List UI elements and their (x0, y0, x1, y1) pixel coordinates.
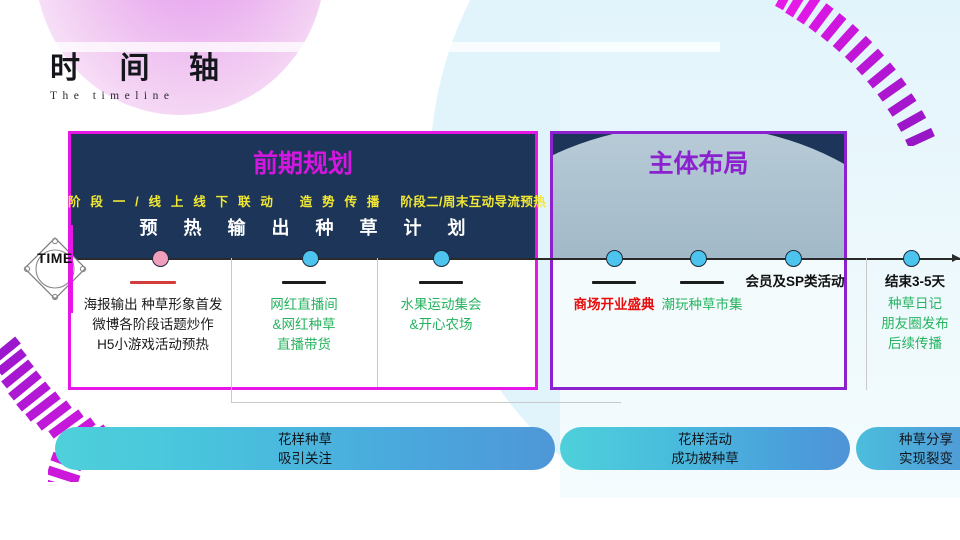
milestone-6-line-1: 会员及SP类活动 (745, 274, 845, 289)
timeline-dot-6[interactable] (785, 250, 802, 267)
column-divider-base (231, 402, 621, 403)
milestone-7-text: 种草日记 朋友圈发布 后续传播 (870, 294, 960, 354)
pill-1-line-2: 吸引关注 (278, 450, 332, 466)
milestone-2: 网红直播间 &网红种草 直播带货 (235, 281, 373, 355)
panel-a-stage-1: 阶 段 一 / 线 上 线 下 联 动 (68, 195, 277, 209)
milestone-6-text: 会员及SP类活动 (732, 272, 858, 292)
panel-a-dark-band (68, 131, 538, 258)
time-badge-label: TIME (37, 250, 73, 266)
milestone-2-text: 网红直播间 &网红种草 直播带货 (235, 295, 373, 355)
timeline-dot-1[interactable] (152, 250, 169, 267)
time-badge-icon (18, 232, 92, 306)
milestone-5-dash (680, 281, 724, 284)
milestone-3: 水果运动集会 &开心农场 (381, 281, 501, 335)
milestone-5-line-1: 潮玩种草市集 (661, 296, 743, 312)
panel-a-headline-4: 计 (403, 218, 448, 238)
milestone-7-line-2: 朋友圈发布 (881, 316, 949, 331)
pill-3[interactable]: 种草分享 实现裂变 (856, 427, 960, 470)
panel-a-headline: 预热输出种草计划 (68, 214, 538, 240)
panel-b-sheen (550, 131, 847, 258)
panel-a-headline-1: 预热输出 (139, 218, 316, 238)
panel-a-headline-2: 种 (315, 218, 360, 238)
pill-2-line-2: 成功被种草 (671, 450, 739, 466)
milestone-4-text: 商场开业盛典 (562, 295, 666, 315)
pill-1-line-1: 花样种草 (278, 431, 332, 447)
panel-a-headline-3: 草 (359, 218, 404, 238)
milestone-4: 商场开业盛典 (562, 281, 666, 315)
column-divider-3 (866, 258, 867, 390)
milestone-3-dash (419, 281, 463, 284)
column-divider-1 (231, 258, 232, 403)
milestone-1-text: 海报输出 种草形象首发 微博各阶段话题炒作 H5小游戏活动预热 (76, 295, 230, 355)
milestone-2-line-3: 直播带货 (277, 336, 331, 352)
milestone-1-line-3: H5小游戏活动预热 (97, 336, 209, 352)
milestone-6: 会员及SP类活动 (732, 272, 858, 292)
milestone-3-line-2: &开心农场 (409, 316, 473, 332)
timeline-dot-2[interactable] (302, 250, 319, 267)
timeline-dot-7[interactable] (903, 250, 920, 267)
milestone-3-text: 水果运动集会 &开心农场 (381, 295, 501, 335)
pill-2[interactable]: 花样活动 成功被种草 (560, 427, 850, 470)
pill-3-line-1: 种草分享 (899, 431, 953, 447)
milestone-1: 海报输出 种草形象首发 微博各阶段话题炒作 H5小游戏活动预热 (76, 281, 230, 355)
column-divider-2 (377, 258, 378, 387)
panel-b-body (553, 258, 844, 387)
milestone-7: 结束3-5天 种草日记 朋友圈发布 后续传播 (870, 272, 960, 354)
page-title: 时 间 轴 (50, 52, 235, 85)
milestone-1-line-2: 微博各阶段话题炒作 (92, 316, 214, 332)
panel-a-title: 前期规划 (252, 151, 353, 178)
panel-a-stage-line: 阶 段 一 / 线 上 线 下 联 动 造 势 传 播 阶段二/周末互动导流预热 (68, 191, 546, 210)
panel-b-title: 主体布局 (648, 151, 749, 178)
background-bottom-strip (0, 498, 960, 540)
milestone-2-line-1: 网红直播间 (270, 296, 338, 312)
stripes-arc-top-right-icon (735, 0, 960, 146)
pill-3-line-2: 实现裂变 (899, 450, 953, 466)
timeline-dot-5[interactable] (690, 250, 707, 267)
milestone-4-line-1: 商场开业盛典 (573, 296, 655, 312)
page-title-block: 时 间 轴 The timeline (50, 52, 235, 102)
milestone-7-line-3: 后续传播 (888, 336, 942, 351)
milestone-5-text: 潮玩种草市集 (650, 295, 754, 315)
timeline-dot-4[interactable] (606, 250, 623, 267)
panel-a-stage-2: 造 势 传 播 (299, 195, 383, 209)
milestone-5: 潮玩种草市集 (650, 281, 754, 315)
panel-b-dark-band (550, 131, 847, 258)
time-accent-bar (68, 225, 73, 313)
milestone-2-line-2: &网红种草 (272, 316, 336, 332)
milestone-4-dash (592, 281, 636, 284)
milestone-7-heading: 结束3-5天 (884, 274, 945, 289)
milestone-3-line-1: 水果运动集会 (400, 296, 482, 312)
milestone-7-line-1: 种草日记 (888, 296, 942, 311)
page-subtitle: The timeline (50, 90, 175, 102)
timeline-dot-3[interactable] (433, 250, 450, 267)
panel-a-body (71, 258, 535, 387)
panel-a-stage-3: 阶段二/周末互动导流预热 (400, 195, 547, 209)
timeline-axis-arrow-icon (952, 254, 960, 262)
timeline-axis (71, 258, 960, 260)
background-white-band (0, 42, 720, 52)
pill-2-line-1: 花样活动 (678, 431, 732, 447)
panel-a-headline-5: 划 (447, 218, 467, 238)
panel-b-border (550, 131, 847, 390)
milestone-1-dash (130, 281, 176, 284)
milestone-1-line-1: 海报输出 种草形象首发 (83, 296, 223, 312)
milestone-2-dash (282, 281, 326, 284)
pill-1[interactable]: 花样种草 吸引关注 (55, 427, 555, 470)
